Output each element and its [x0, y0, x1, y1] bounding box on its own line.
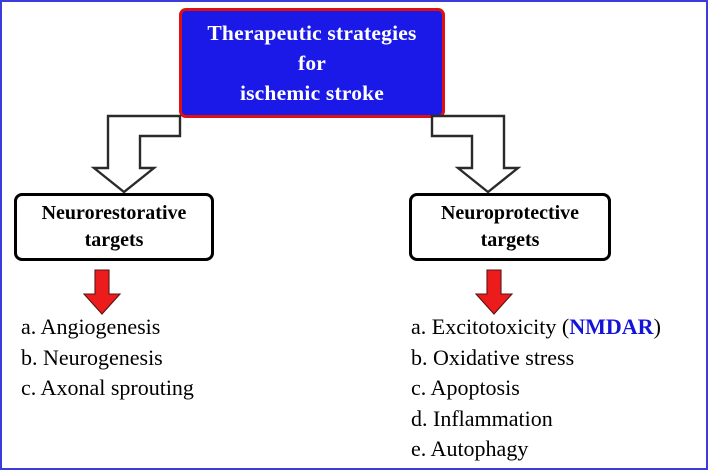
nmdar-highlight: NMDAR [569, 314, 654, 339]
list-item-suffix: ) [653, 314, 661, 339]
list-item: c. Axonal sprouting [21, 375, 194, 400]
list-item: a. Angiogenesis [21, 314, 161, 339]
neuroprotective-targets-box: Neuroprotective targets [409, 193, 611, 261]
box-left-line-2: targets [84, 229, 144, 251]
list-item: c. Apoptosis [411, 375, 520, 400]
neuroprotective-item-list: a. Excitotoxicity (NMDAR) b. Oxidative s… [411, 312, 661, 465]
box-left-line-1: Neurorestorative [41, 202, 187, 224]
elbow-arrow-down-left-icon [90, 114, 182, 194]
list-item: d. Inflammation [411, 405, 553, 431]
elbow-arrow-down-right-icon [430, 114, 522, 194]
neurorestorative-targets-box: Neurorestorative targets [14, 193, 214, 261]
list-item: b. Neurogenesis [21, 344, 163, 370]
list-item-prefix: a. Excitotoxicity ( [411, 314, 570, 339]
title-box: Therapeutic strategies for ischemic stro… [179, 8, 445, 118]
title-line-2: for [297, 51, 327, 75]
box-right-line-2: targets [480, 229, 540, 251]
list-item: b. Oxidative stress [411, 344, 575, 370]
red-down-arrow-icon [474, 269, 514, 315]
red-down-arrow-icon [82, 269, 122, 315]
list-item: e. Autophagy [411, 436, 529, 461]
box-right-line-1: Neuroprotective [440, 202, 580, 224]
title-line-3: ischemic stroke [239, 81, 385, 105]
title-line-1: Therapeutic strategies [207, 21, 417, 45]
neurorestorative-item-list: a. Angiogenesis b. Neurogenesis c. Axona… [21, 312, 194, 404]
list-item: a. Excitotoxicity (NMDAR) [411, 312, 661, 343]
